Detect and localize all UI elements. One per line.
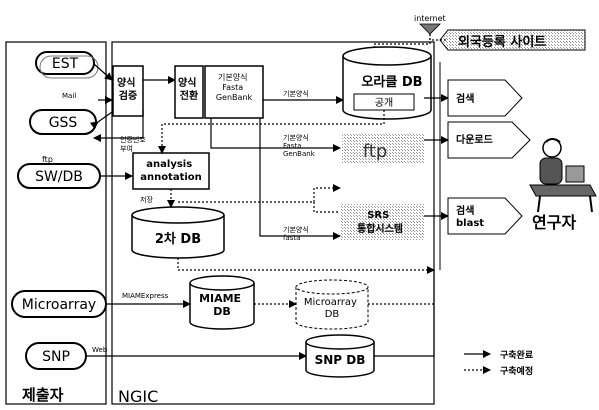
miame-line-2: DB: [213, 305, 231, 318]
swdb-label: SW/DB: [35, 169, 83, 185]
validate-line-1: 양식: [117, 76, 135, 89]
mail-label: Mail: [62, 92, 76, 100]
srs-line-1: SRS: [367, 210, 389, 221]
est-label: EST: [52, 56, 79, 72]
legend-built: 구축완료: [500, 349, 534, 361]
oracle-label: 오라클 DB: [361, 74, 422, 90]
microarray-db-line-1: Microarray: [304, 297, 357, 308]
analysis-line-2: annotation: [140, 172, 202, 183]
legend: 구축완료 구축예정: [464, 349, 534, 377]
srs-line-2: 통합시스템: [357, 222, 403, 235]
researcher-icon: [530, 139, 596, 212]
ftp-label: ftp: [363, 141, 388, 162]
srs-system: SRS 통합시스템: [340, 204, 424, 240]
microarray-label: Microarray: [22, 297, 96, 313]
formats-line-1: 기본양식: [218, 73, 247, 82]
internet-label: internet: [414, 14, 446, 23]
secondary-label: 2차 DB: [155, 231, 201, 247]
basic3-label: 기본양식 fasta: [283, 225, 311, 242]
save-label: 저장: [140, 195, 153, 204]
microarray-db-line-2: DB: [325, 309, 340, 320]
input-swdb: SW/DB: [18, 164, 100, 188]
miame-db: MIAME DB: [190, 276, 254, 329]
download-label: 다운로드: [456, 133, 493, 146]
basic3-line-1: 기본양식: [283, 225, 309, 234]
snp-label: SNP: [42, 349, 70, 365]
secondary-db: 2차 DB: [132, 207, 224, 258]
gss-label: GSS: [49, 115, 78, 131]
legend-planned: 구축예정: [500, 365, 533, 377]
snp-db-label: SNP DB: [315, 353, 366, 367]
basic3-line-2: fasta: [283, 234, 300, 242]
formats-line-2: Fasta: [222, 83, 243, 92]
analysis-line-1: analysis: [146, 159, 192, 170]
search-blast-line-2: blast: [456, 218, 484, 229]
researcher-label: 연구자: [532, 213, 576, 232]
basic1-label: 기본양식: [283, 89, 309, 98]
submitter-label: 제출자: [22, 386, 64, 404]
miamexpress-label: MIAMExpress: [122, 292, 169, 300]
foreign-site-label: 외국등록 사이트: [458, 34, 546, 50]
formats-line-3: GenBank: [216, 93, 253, 102]
miame-line-1: MIAME: [199, 292, 241, 305]
basic2-line-2: Fasta: [283, 142, 301, 150]
input-snp: SNP: [26, 343, 86, 369]
convert-line-2: 전환: [180, 89, 199, 102]
basic2-line-3: GenBank: [283, 150, 316, 158]
accession-line-2: 부여: [120, 144, 133, 153]
convert-line-1: 양식: [178, 76, 196, 89]
public-label: 공개: [375, 97, 393, 109]
input-gss: GSS: [30, 110, 96, 134]
ftp-server: ftp: [342, 134, 424, 164]
internet-icon: [420, 24, 440, 34]
accession-line-1: 인증번호: [120, 135, 146, 144]
oracle-db: 오라클 DB 공개: [343, 47, 431, 119]
snp-db: SNP DB: [306, 335, 374, 377]
input-est: EST: [36, 52, 98, 78]
validate-line-2: 검증: [119, 90, 137, 102]
accession-label: 인증번호 부여: [120, 135, 148, 153]
basic2-line-1: 기본양식: [283, 133, 309, 142]
ngic-label: NGIC: [118, 387, 158, 406]
input-microarray: Microarray: [12, 291, 106, 317]
web-label: Web: [92, 346, 108, 354]
search-blast-line-1: 검색: [456, 204, 474, 217]
basic2-label: 기본양식 Fasta GenBank: [283, 133, 316, 158]
ftp-in-label: ftp: [42, 155, 53, 164]
search-label: 검색: [456, 92, 474, 105]
microarray-db: Microarray DB: [296, 280, 368, 329]
